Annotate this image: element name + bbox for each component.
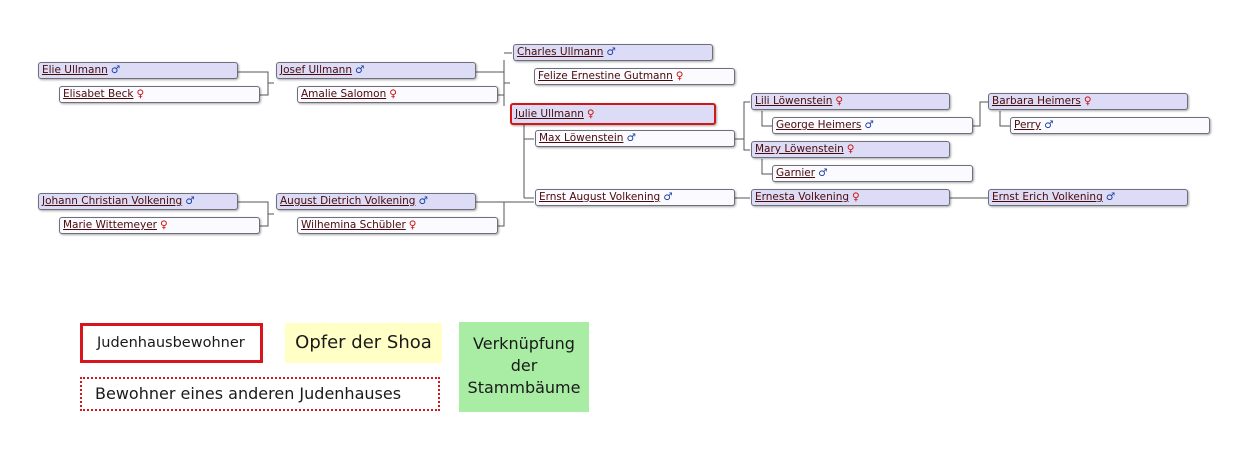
person-name[interactable]: August Dietrich Volkening (280, 195, 416, 207)
person-felize-ernestine-gutmann[interactable]: Felize Ernestine Gutmann♀ (534, 68, 735, 85)
person-name[interactable]: Wilhemina Schübler (301, 219, 406, 231)
male-symbol-icon: ♂ (185, 195, 195, 207)
connector-august-wilhemina (476, 201, 505, 227)
male-symbol-icon: ♂ (418, 195, 428, 207)
person-barbara-heimers[interactable]: Barbara Heimers♀ (988, 93, 1188, 110)
person-name[interactable]: Max Löwenstein (539, 132, 624, 144)
person-name[interactable]: George Heimers (776, 119, 862, 131)
male-symbol-icon: ♂ (354, 64, 365, 76)
person-elie-ullmann[interactable]: Elie Ullmann♂ (38, 62, 238, 79)
connector-lili-barbara (973, 101, 988, 127)
legend-verknuepfung-line-1: Verknüpfung (473, 334, 575, 353)
person-max-loewenstein[interactable]: Max Löwenstein♂ (535, 130, 735, 147)
female-symbol-icon: ♀ (159, 219, 168, 231)
person-name[interactable]: Ernst August Volkening (539, 191, 661, 203)
legend-verknuepfung-line-2: der (510, 356, 538, 375)
connector-max-children (735, 101, 750, 140)
person-name[interactable]: Charles Ullmann (517, 46, 604, 58)
person-garnier[interactable]: Garnier♂ (772, 165, 973, 182)
person-name[interactable]: Elie Ullmann (42, 64, 108, 76)
female-symbol-icon: ♀ (835, 95, 844, 107)
person-name[interactable]: Amalie Salomon (301, 88, 387, 100)
legend-verknuepfung-line-3: Stammbäume (467, 378, 581, 397)
person-name[interactable]: Ernst Erich Volkening (992, 191, 1103, 203)
person-name[interactable]: Barbara Heimers (992, 95, 1081, 107)
person-name[interactable]: Ernesta Volkening (755, 191, 850, 203)
female-symbol-icon: ♀ (136, 88, 145, 100)
female-symbol-icon: ♀ (586, 108, 595, 120)
legend-judenhausbewohner: Judenhausbewohner (80, 323, 263, 363)
person-name[interactable]: Garnier (776, 167, 816, 179)
person-george-heimers[interactable]: George Heimers♂ (772, 117, 973, 134)
person-marie-wittemeyer[interactable]: Marie Wittemeyer♀ (59, 217, 260, 234)
female-symbol-icon: ♀ (675, 70, 684, 82)
person-name[interactable]: Lili Löwenstein (755, 95, 833, 107)
person-johann-christian-volkening[interactable]: Johann Christian Volkening♂ (38, 193, 238, 210)
person-name[interactable]: Mary Löwenstein (755, 143, 844, 155)
male-symbol-icon: ♂ (663, 191, 673, 203)
person-name[interactable]: Elisabet Beck (63, 88, 134, 100)
legend-opfer-der-shoa: Opfer der Shoa (285, 323, 442, 363)
person-josef-ullmann[interactable]: Josef Ullmann♂ (276, 62, 476, 79)
female-symbol-icon: ♀ (852, 191, 860, 203)
person-lili-loewenstein[interactable]: Lili Löwenstein♀ (751, 93, 950, 110)
person-name[interactable]: Johann Christian Volkening (42, 195, 183, 207)
person-ernesta-volkening[interactable]: Ernesta Volkening♀ (751, 189, 950, 206)
person-august-dietrich-volkening[interactable]: August Dietrich Volkening♂ (276, 193, 476, 210)
connector-lili-george (761, 111, 772, 127)
male-symbol-icon: ♂ (1105, 191, 1116, 203)
person-name[interactable]: Felize Ernestine Gutmann (538, 70, 673, 82)
legend-verknuepfung-der-stammbaeume: Verknüpfung der Stammbäume (459, 322, 589, 412)
person-mary-loewenstein[interactable]: Mary Löwenstein♀ (751, 141, 950, 158)
connector-mary-garnier (761, 159, 772, 175)
person-ernst-erich-volkening[interactable]: Ernst Erich Volkening♂ (988, 189, 1188, 206)
female-symbol-icon: ♀ (1083, 95, 1092, 107)
connector-lines (238, 52, 1010, 227)
male-symbol-icon: ♂ (626, 132, 636, 144)
male-symbol-icon: ♂ (606, 46, 616, 58)
female-symbol-icon: ♀ (846, 143, 855, 155)
male-symbol-icon: ♂ (110, 64, 121, 76)
female-symbol-icon: ♀ (389, 88, 397, 100)
male-symbol-icon: ♂ (818, 167, 828, 179)
person-elisabet-beck[interactable]: Elisabet Beck♀ (59, 86, 260, 103)
person-charles-ullmann[interactable]: Charles Ullmann♂ (513, 44, 713, 61)
male-symbol-icon: ♂ (864, 119, 874, 131)
person-perry[interactable]: Perry♂ (1010, 117, 1210, 134)
person-julie-ullmann[interactable]: Julie Ullmann♀ (510, 103, 716, 125)
person-name[interactable]: Marie Wittemeyer (63, 219, 157, 231)
person-name[interactable]: Josef Ullmann (280, 64, 352, 76)
legend-bewohner-anderes-judenhaus: Bewohner eines anderen Judenhauses (80, 377, 440, 411)
connector-to-mary (743, 139, 750, 151)
person-name[interactable]: Julie Ullmann (515, 108, 584, 120)
male-symbol-icon: ♂ (1044, 119, 1054, 131)
female-symbol-icon: ♀ (408, 219, 417, 231)
connector-barbara-perry (999, 111, 1010, 127)
person-ernst-august-volkening[interactable]: Ernst August Volkening♂ (535, 189, 735, 206)
person-amalie-salomon[interactable]: Amalie Salomon♀ (297, 86, 498, 103)
person-name[interactable]: Perry (1014, 119, 1042, 131)
person-wilhemina-schuebler[interactable]: Wilhemina Schübler♀ (297, 217, 498, 234)
